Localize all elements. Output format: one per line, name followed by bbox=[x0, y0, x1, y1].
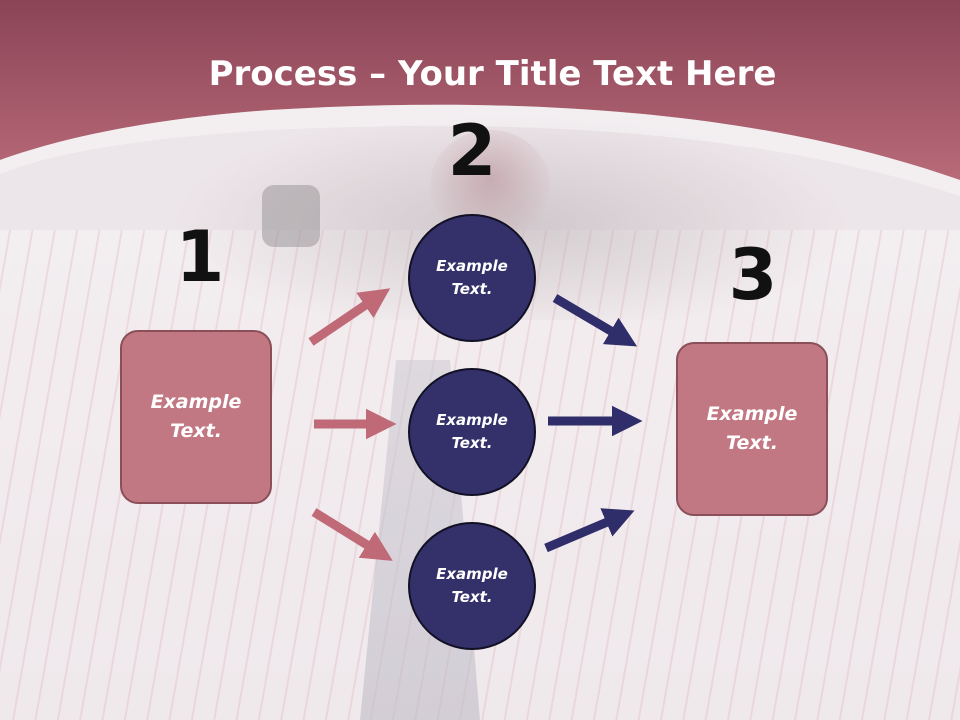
process-circle-top[interactable]: Example Text. bbox=[408, 214, 536, 342]
circle-label: Example Text. bbox=[436, 565, 508, 606]
header-shape bbox=[0, 0, 960, 180]
step-number-2: 2 bbox=[447, 110, 497, 192]
wristwatch bbox=[262, 185, 320, 247]
title-bold: Process bbox=[208, 54, 358, 94]
process-circle-middle[interactable]: Example Text. bbox=[408, 368, 536, 496]
header-band bbox=[0, 0, 960, 196]
title-rest: – Your Title Text Here bbox=[357, 54, 777, 94]
header-swoosh bbox=[0, 104, 960, 196]
step-number-1: 1 bbox=[175, 216, 225, 298]
output-box-label: Example Text. bbox=[706, 403, 798, 454]
circle-label: Example Text. bbox=[436, 411, 508, 452]
input-box[interactable]: Example Text. bbox=[120, 330, 272, 504]
process-circle-bottom[interactable]: Example Text. bbox=[408, 522, 536, 650]
input-box-label: Example Text. bbox=[150, 391, 242, 442]
page-title: Process – Your Title Text Here bbox=[0, 54, 960, 94]
step-number-3: 3 bbox=[728, 234, 778, 316]
output-box[interactable]: Example Text. bbox=[676, 342, 828, 516]
circle-label: Example Text. bbox=[436, 257, 508, 298]
